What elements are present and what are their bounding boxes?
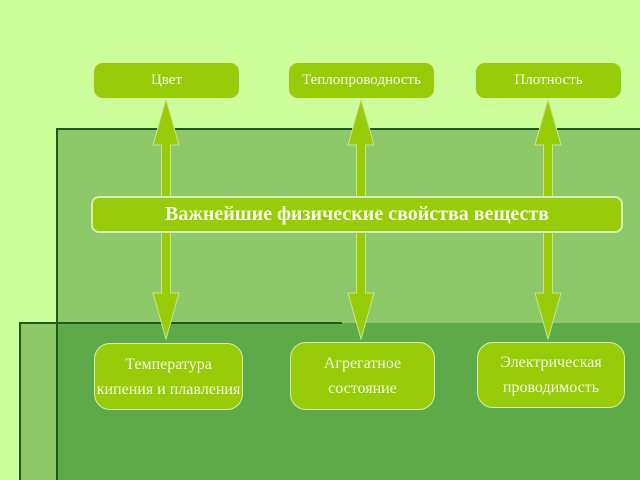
node-color: Цвет [93, 62, 240, 99]
node-thermal-conductivity: Теплопроводность [288, 62, 435, 99]
node-density: Плотность [475, 62, 622, 99]
node-aggregate-state: Агрегатное состояние [290, 342, 435, 410]
background-panel-lower-top-border [19, 322, 342, 324]
node-boiling-melting-temperature: Температура кипения и плавления [94, 343, 243, 410]
central-banner: Важнейшие физические свойства веществ [91, 196, 623, 233]
node-label: Цвет [150, 72, 183, 88]
banner-title: Важнейшие физические свойства веществ [165, 203, 549, 225]
node-label-line1: Электрическая [500, 354, 602, 371]
node-label-line1: Агрегатное [323, 355, 402, 372]
node-label-line2: кипения и плавления [96, 380, 241, 398]
node-label-line2: проводимость [502, 379, 600, 396]
node-label-line2: состояние [328, 380, 397, 397]
node-electrical-conductivity: Электрическая проводимость [477, 342, 625, 408]
node-label: Теплопроводность [302, 72, 421, 88]
background-panel-lower-left-strip [19, 323, 56, 480]
node-label: Плотность [514, 72, 583, 88]
node-label-line1: Температура [125, 355, 212, 373]
